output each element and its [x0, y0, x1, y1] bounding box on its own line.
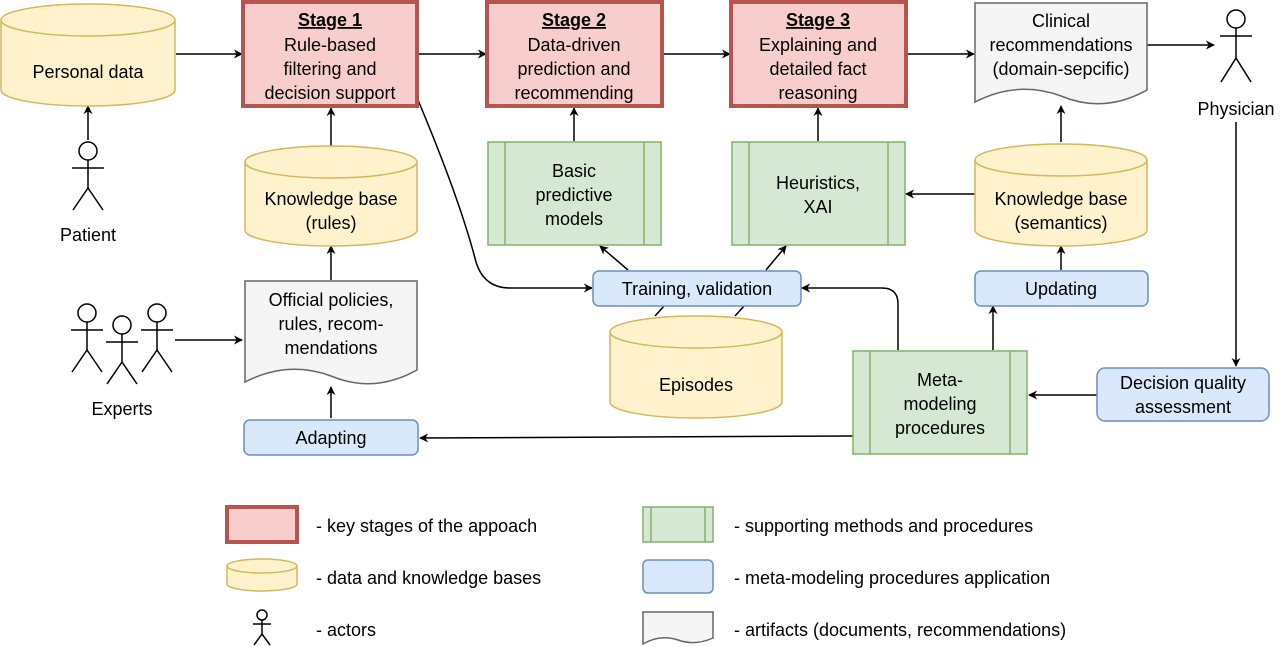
- legend-stages-text: - key stages of the appoach: [316, 516, 537, 536]
- stage-2-title: Stage 2: [542, 10, 606, 30]
- policies-line-2: rules, recom-: [278, 314, 383, 334]
- episodes-db: Episodes: [609, 315, 783, 419]
- episodes-label: Episodes: [659, 375, 733, 395]
- clinical-recommendations-doc: Clinical recommendations (domain-sepcifi…: [974, 2, 1148, 105]
- legend-actor-icon: - actors: [253, 609, 376, 646]
- stage-2-line-3: recommending: [514, 83, 633, 103]
- legend: - key stages of the appoach - data and k…: [225, 505, 1066, 646]
- experts-label: Experts: [91, 399, 152, 419]
- experts-actor-icon: [71, 303, 173, 385]
- stage-1-box: Stage 1 Rule-based filtering and decisio…: [241, 0, 419, 108]
- heuristics-xai-box: Heuristics, XAI: [731, 141, 906, 246]
- edge-training-to-heuristics: [765, 245, 787, 271]
- patient-label: Patient: [60, 225, 116, 245]
- legend-bases: - data and knowledge bases: [226, 558, 541, 592]
- edge-meta-to-training: [801, 283, 899, 350]
- basic-line-2: predictive: [535, 185, 612, 205]
- stage-1-line-2: filtering and: [283, 59, 376, 79]
- legend-stage: - key stages of the appoach: [225, 505, 537, 544]
- stage-3-line-1: Explaining and: [759, 35, 877, 55]
- physician-actor-icon: [1220, 9, 1252, 83]
- training-validation-box: Training, validation: [592, 270, 802, 307]
- decision-quality-box: Decision quality assessment: [1096, 367, 1270, 422]
- legend-actors-text: - actors: [316, 620, 376, 640]
- kb-semantics-line-1: Knowledge base: [994, 189, 1127, 209]
- adapting-box: Adapting: [243, 419, 419, 456]
- stage-1-line-1: Rule-based: [284, 35, 376, 55]
- kb-rules-line-2: (rules): [305, 213, 356, 233]
- updating-box: Updating: [974, 270, 1149, 307]
- edge-stage1-to-training: [417, 99, 593, 293]
- personal-data-label: Personal data: [32, 62, 144, 82]
- meta-line-1: Meta-: [917, 370, 963, 390]
- stage-2-box: Stage 2 Data-driven prediction and recom…: [485, 0, 664, 108]
- meta-line-3: procedures: [895, 418, 985, 438]
- stage-3-line-3: reasoning: [778, 83, 857, 103]
- legend-meta-text: - meta-modeling procedures application: [734, 568, 1050, 588]
- edge-training-to-basic: [599, 245, 629, 271]
- meta-line-2: modeling: [903, 394, 976, 414]
- edge-episodes-to-training-right: [734, 304, 746, 317]
- stage-2-line-2: prediction and: [517, 59, 630, 79]
- legend-support-text: - supporting methods and procedures: [734, 516, 1033, 536]
- heuristics-line-1: Heuristics,: [776, 173, 860, 193]
- legend-meta: - meta-modeling procedures application: [642, 559, 1050, 594]
- basic-line-3: models: [545, 209, 603, 229]
- legend-bases-text: - data and knowledge bases: [316, 568, 541, 588]
- stage-3-title: Stage 3: [786, 10, 850, 30]
- decision-quality-line-1: Decision quality: [1120, 373, 1246, 393]
- heuristics-line-2: XAI: [803, 197, 832, 217]
- stage-2-line-1: Data-driven: [527, 35, 620, 55]
- policies-line-1: Official policies,: [269, 290, 394, 310]
- official-policies-doc: Official policies, rules, recom- mendati…: [244, 280, 418, 385]
- recs-line-2: recommendations: [989, 35, 1132, 55]
- kb-rules-line-1: Knowledge base: [264, 189, 397, 209]
- edge-episodes-to-training-left: [654, 304, 666, 317]
- stage-3-box: Stage 3 Explaining and detailed fact rea…: [729, 0, 908, 108]
- personal-data-db: Personal data: [0, 3, 176, 107]
- knowledge-base-semantics-db: Knowledge base (semantics): [974, 143, 1148, 247]
- recs-line-1: Clinical: [1032, 11, 1090, 31]
- updating-label: Updating: [1025, 279, 1097, 299]
- meta-modeling-box: Meta- modeling procedures: [852, 350, 1028, 455]
- policies-line-3: mendations: [284, 338, 377, 358]
- basic-line-1: Basic: [552, 161, 596, 181]
- kb-semantics-line-2: (semantics): [1014, 213, 1107, 233]
- connectors: [83, 40, 1241, 443]
- decision-quality-line-2: assessment: [1135, 397, 1231, 417]
- basic-predictive-models-box: Basic predictive models: [487, 141, 662, 246]
- recs-line-3: (domain-sepcific): [992, 59, 1129, 79]
- legend-artifacts-text: - artifacts (documents, recommendations): [734, 620, 1066, 640]
- legend-support: - supporting methods and procedures: [642, 506, 1033, 543]
- stage-1-title: Stage 1: [298, 10, 362, 30]
- legend-artifacts: - artifacts (documents, recommendations): [642, 611, 1066, 646]
- edge-meta-to-adapting: [419, 433, 854, 443]
- physician-label: Physician: [1197, 99, 1274, 119]
- knowledge-base-rules-db: Knowledge base (rules): [244, 145, 418, 247]
- patient-actor-icon: [72, 141, 104, 211]
- stage-1-line-3: decision support: [264, 83, 395, 103]
- stage-3-line-2: detailed fact: [769, 59, 866, 79]
- training-label: Training, validation: [622, 279, 772, 299]
- adapting-label: Adapting: [295, 428, 366, 448]
